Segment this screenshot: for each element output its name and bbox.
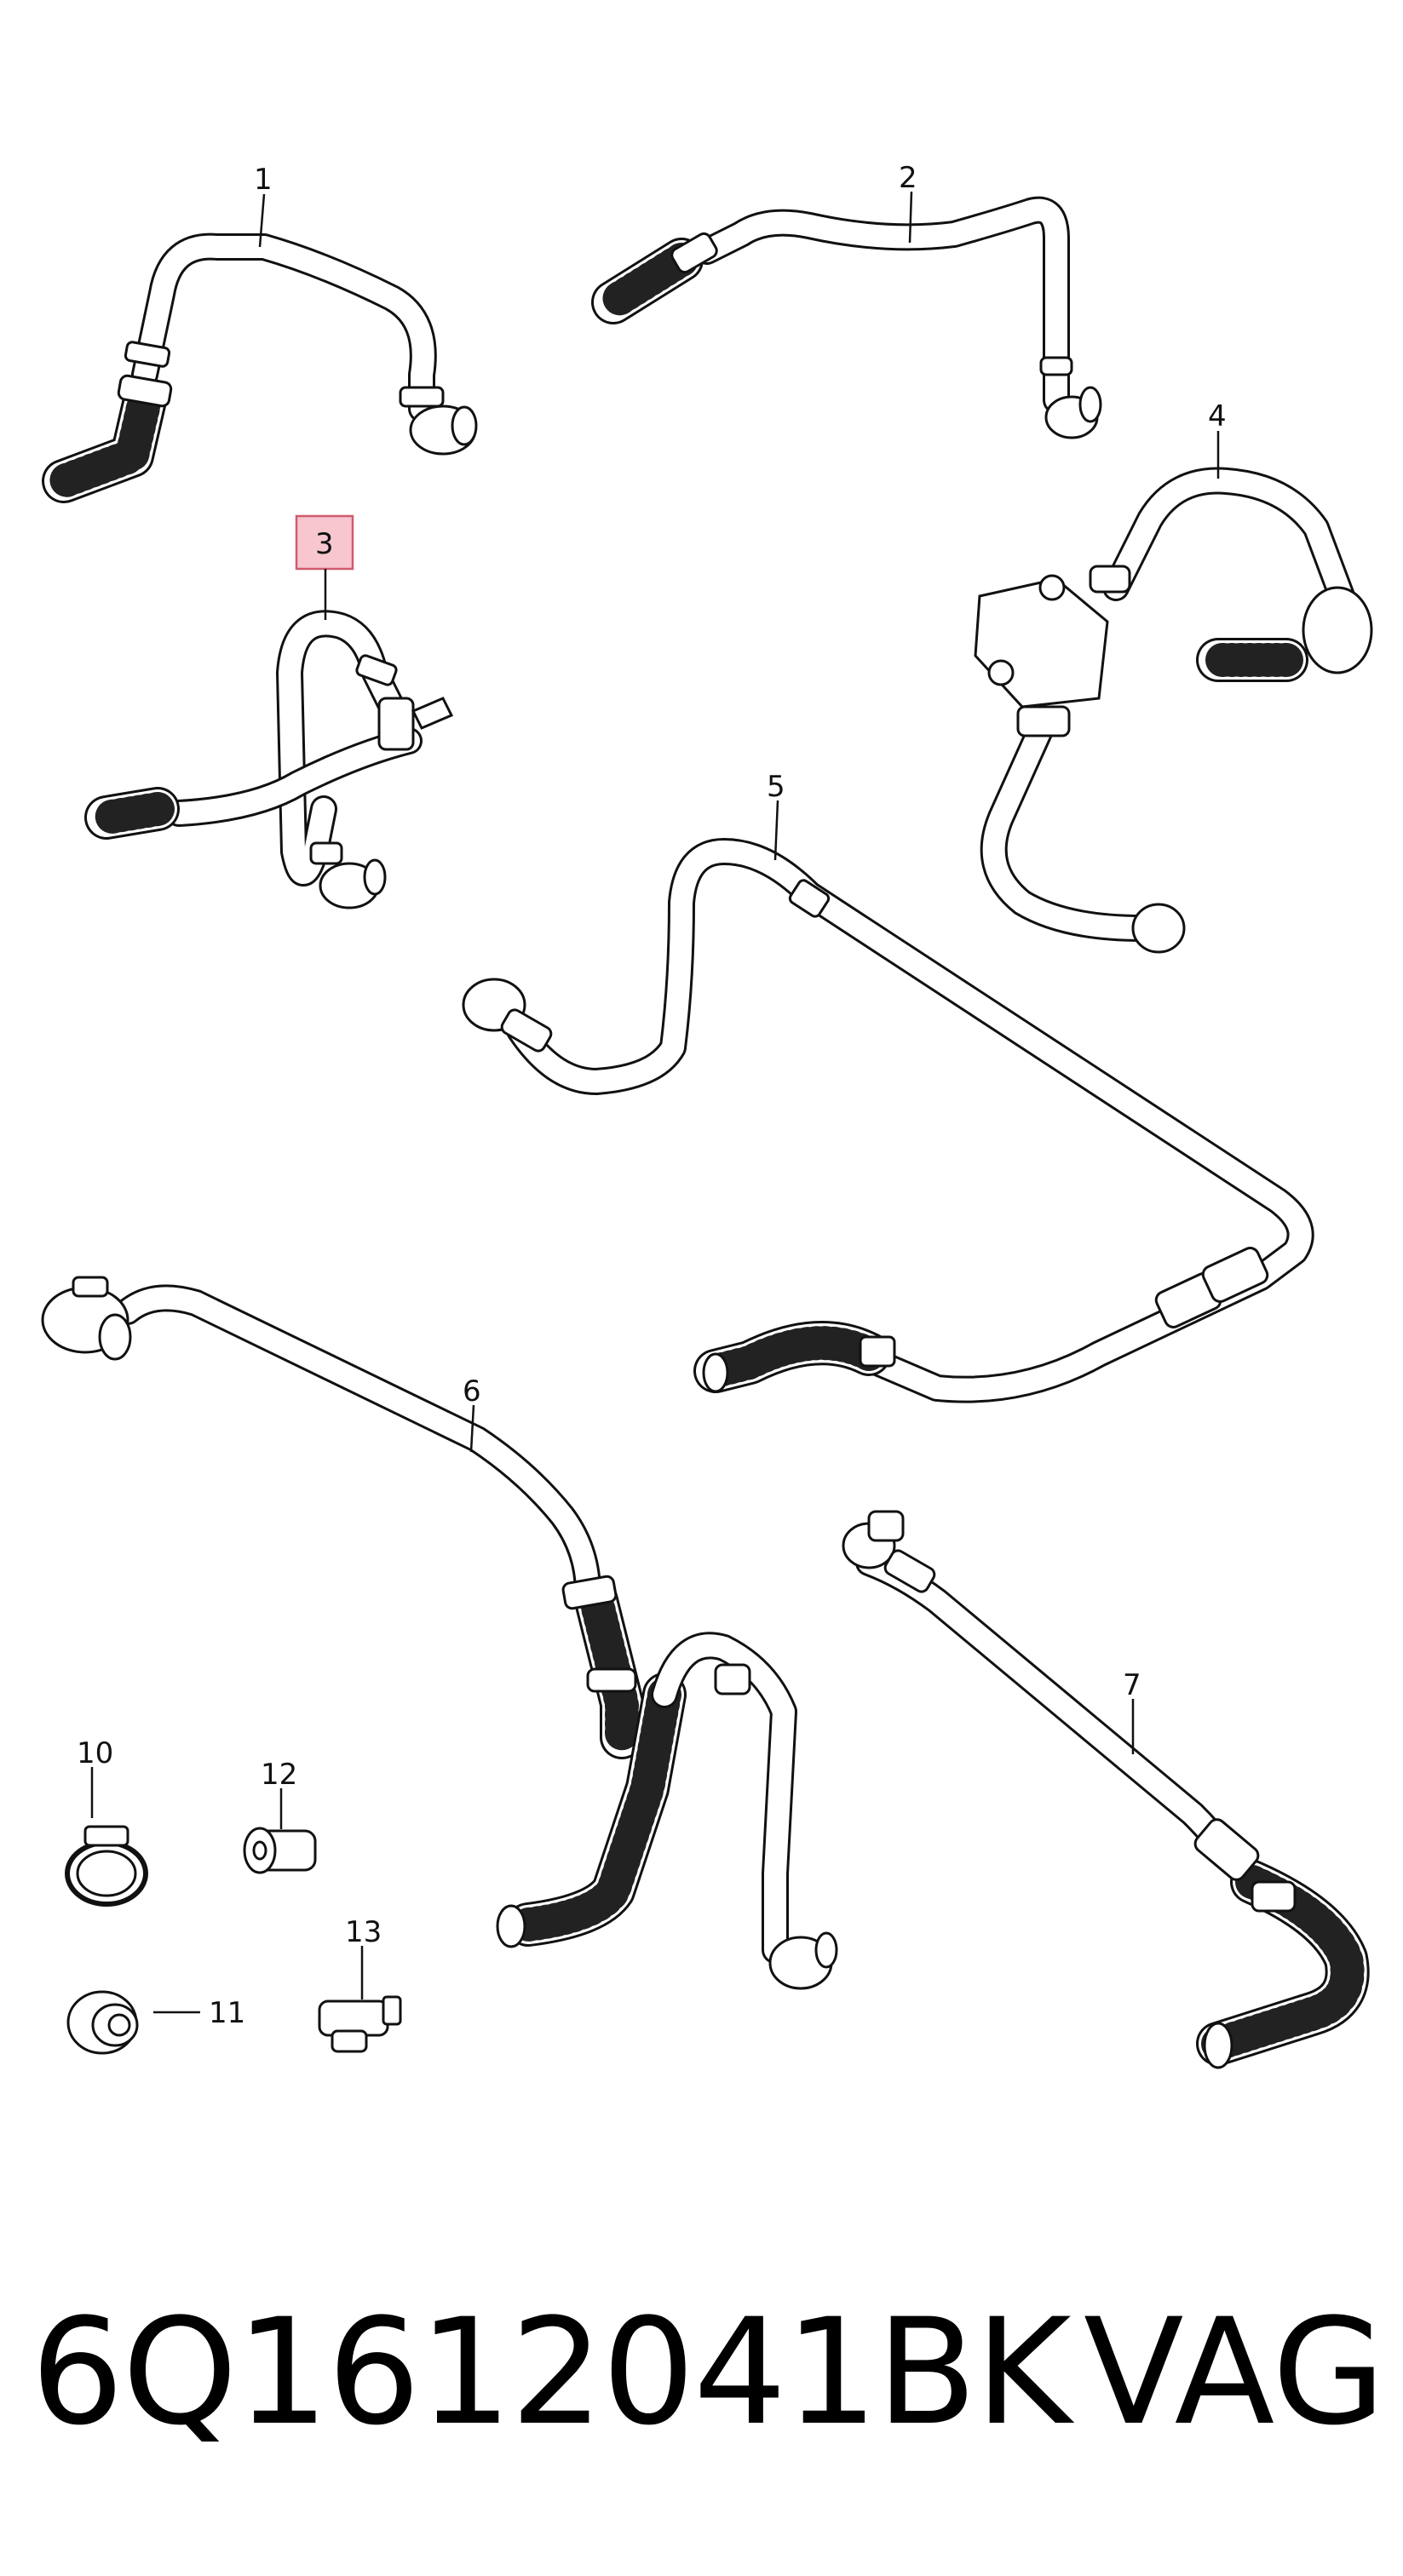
brand-name: VAG [1084, 2286, 1386, 2458]
callout-11: 11 [209, 1996, 245, 2030]
part-10-hose-clamp [65, 1825, 148, 1907]
part-number: 6Q1612041BK [31, 2286, 1072, 2458]
callout-3-highlight-box [295, 514, 354, 571]
callout-2: 2 [899, 161, 917, 195]
callout-2-leader [908, 191, 913, 244]
callout-5-leader [773, 800, 779, 861]
callout-1-leader [258, 193, 266, 248]
callout-5: 5 [767, 770, 785, 804]
part-11-grommet [66, 1990, 139, 2055]
part-5-vacuum-hose [462, 838, 1314, 1403]
callout-4: 4 [1208, 399, 1227, 433]
callout-3: 3 [315, 527, 334, 561]
part-12-plug [243, 1827, 317, 1874]
part-1-vacuum-hose [42, 232, 478, 503]
callout-1: 1 [254, 163, 273, 197]
part-3-vacuum-hose [84, 610, 454, 909]
part-13-clip [318, 1995, 402, 2053]
callout-6: 6 [463, 1374, 481, 1408]
callout-10: 10 [77, 1736, 113, 1770]
part-7-vacuum-hose [842, 1510, 1370, 2069]
callout-13: 13 [345, 1915, 382, 1949]
callout-7: 7 [1123, 1668, 1141, 1702]
part-6-vacuum-hose [41, 1276, 838, 1990]
part-4-vacuum-hose-with-valve [974, 467, 1373, 954]
part-2-vacuum-hose [591, 196, 1102, 439]
callout-12: 12 [261, 1758, 297, 1792]
callout-6-leader [469, 1404, 475, 1453]
